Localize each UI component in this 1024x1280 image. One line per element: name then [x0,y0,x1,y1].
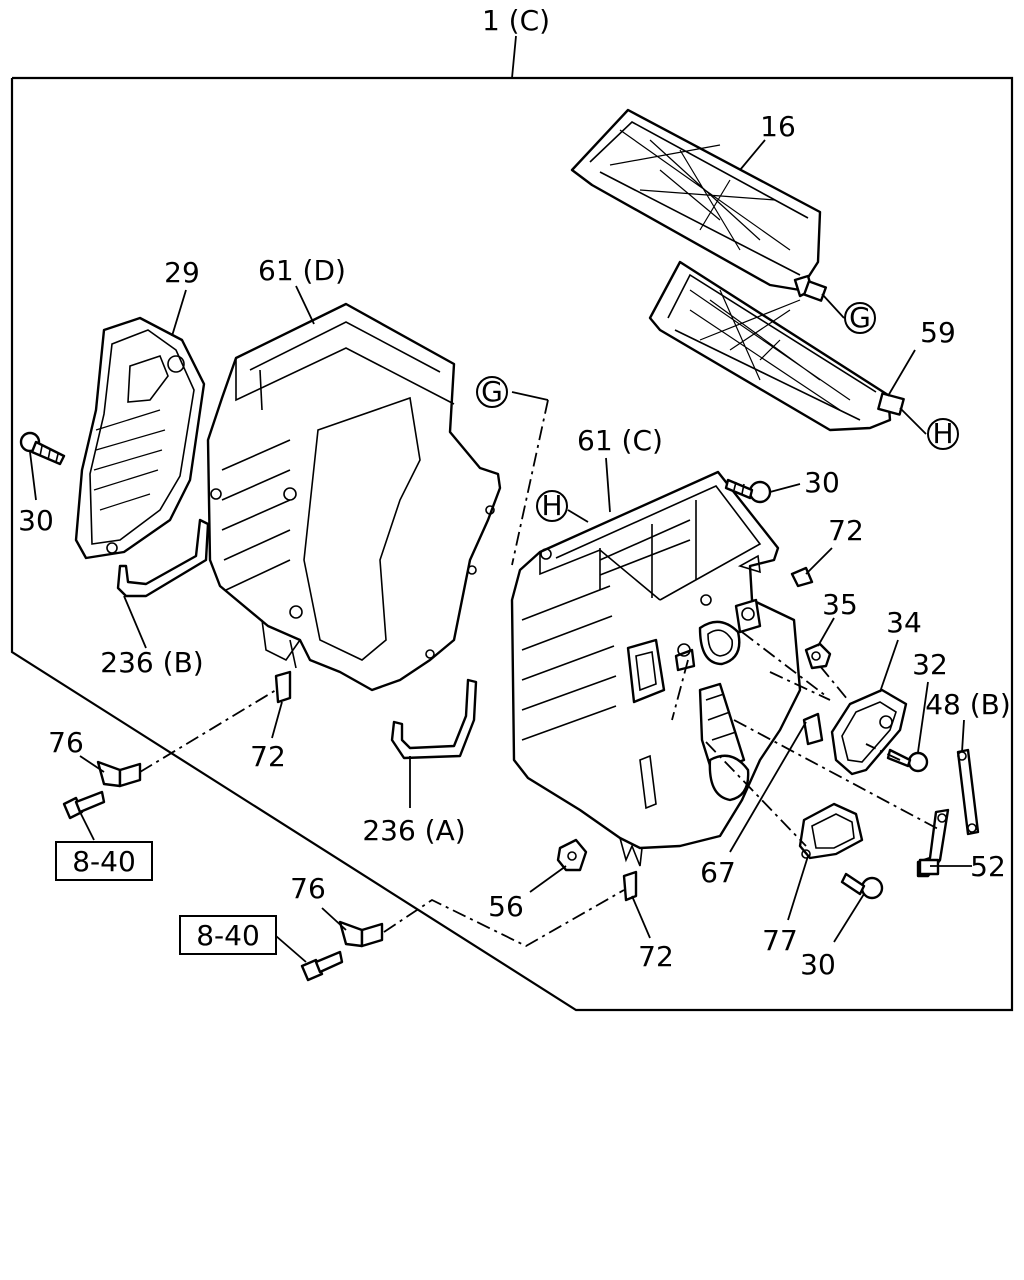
heater-case-61c [510,470,802,867]
callout-g-top: G [844,301,876,334]
assembly-frame [10,35,1014,1012]
label-30-left: 30 [18,504,54,537]
label-236a: 236 (A) [362,814,465,847]
label-72-top: 72 [828,514,864,547]
svg-text:H: H [932,417,953,450]
link-48b [956,748,980,836]
screw-30-mid [724,478,772,504]
label-32: 32 [912,648,948,681]
svg-text:G: G [481,375,503,408]
actuator-77 [798,802,864,860]
seal-236a [390,678,478,760]
bracket-76-bottom [338,920,384,948]
label-72-left: 72 [250,740,286,773]
label-59: 59 [920,316,956,349]
bolt-left [62,790,106,820]
part-67 [802,712,824,746]
ref-box-8-40-left[interactable]: 8-40 [55,841,153,881]
air-filter-16 [570,108,828,302]
assembly-title: 1 (C) [482,4,550,37]
label-61c: 61 (C) [577,424,663,457]
bracket-56 [556,838,588,872]
callout-g-left: G [476,375,508,408]
alignment-lines [139,399,941,948]
label-16: 16 [760,110,796,143]
label-30-mid: 30 [804,466,840,499]
svg-text:8-40: 8-40 [196,919,260,952]
seal-236b [116,518,210,598]
ref-box-8-40-bottom[interactable]: 8-40 [179,915,277,955]
svg-text:8-40: 8-40 [72,845,136,878]
lever-52 [916,808,950,878]
air-filter-59 [648,260,905,432]
svg-text:G: G [849,301,871,334]
bolt-bottom [300,950,344,982]
screw-32 [886,748,929,773]
bracket-76-left [96,760,142,788]
heater-case-61d [206,302,502,692]
label-29: 29 [164,256,200,289]
part-35 [804,642,832,670]
leader-lines [29,139,972,963]
label-76-bottom: 76 [290,872,326,905]
label-67: 67 [700,856,736,889]
screw-30-left [19,431,66,466]
lever-34 [830,688,908,776]
label-35: 35 [822,588,858,621]
label-56: 56 [488,890,524,923]
clip-72-left [274,670,292,704]
callout-h-top: H [927,417,959,450]
svg-text:H: H [541,489,562,522]
label-236b: 236 (B) [100,646,203,679]
callout-h-left: H [536,489,568,522]
label-77: 77 [762,924,798,957]
label-52: 52 [970,850,1006,883]
clip-72-bottom [622,870,638,902]
label-72-bottom: 72 [638,940,674,973]
side-cover-29 [74,316,206,560]
screw-30-bottom [840,872,884,900]
label-61d: 61 (D) [258,254,346,287]
label-48b: 48 (B) [925,688,1011,721]
label-30-bottom: 30 [800,948,836,981]
label-34: 34 [886,606,922,639]
label-76-left: 76 [48,726,84,759]
